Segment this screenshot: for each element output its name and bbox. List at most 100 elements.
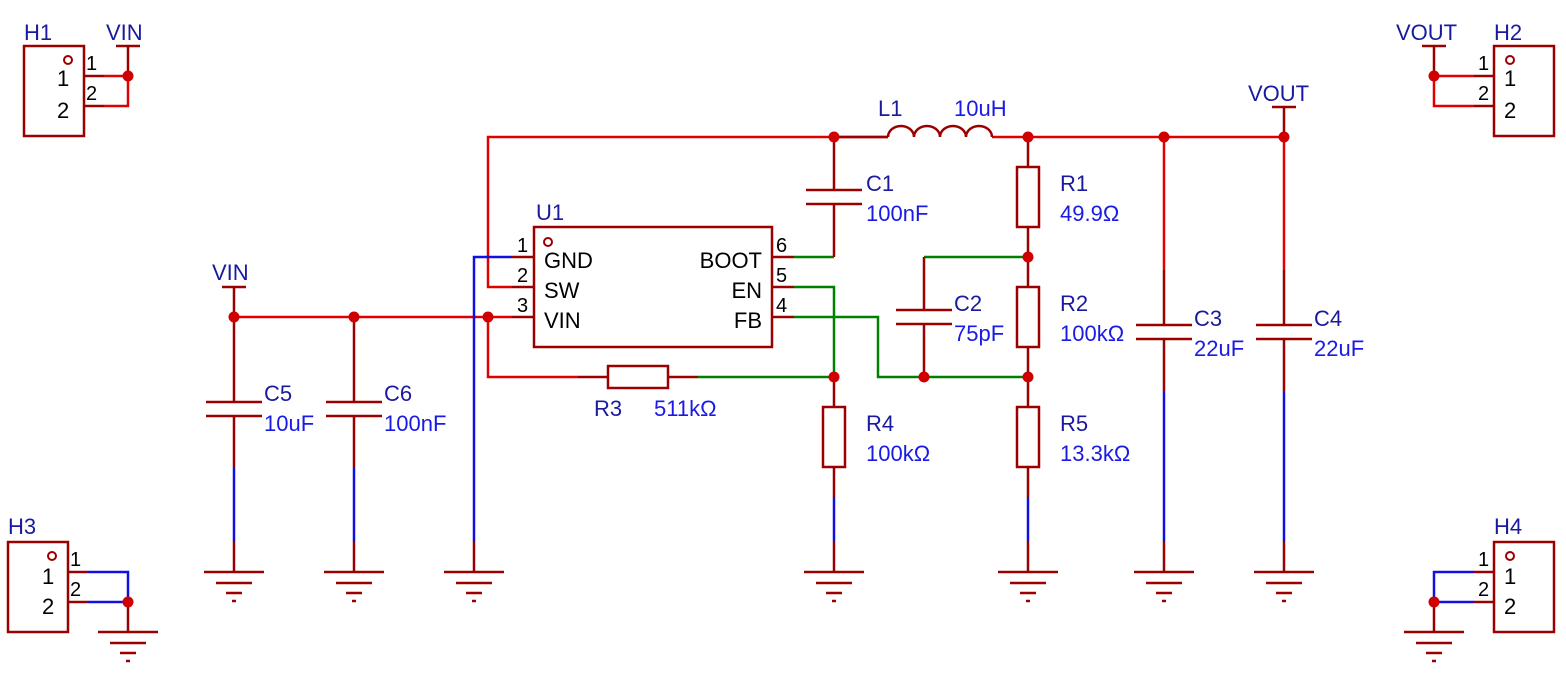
header-h4: H4 1 2 1 2: [1404, 514, 1556, 663]
capacitor-c2: C2 75pF: [896, 257, 1004, 377]
pin1-marker-icon: [1505, 55, 1515, 65]
vin-port: VIN: [212, 260, 249, 317]
ic-pin-name: SW: [544, 278, 580, 303]
vout-port: VOUT: [1248, 81, 1309, 137]
junction-dot: [828, 371, 840, 383]
resistor-r1-value: 49.9Ω: [1060, 201, 1119, 226]
capacitor-c3-value: 22uF: [1194, 336, 1244, 361]
header-h4-pin1: 1: [1504, 564, 1516, 589]
header-h3-lead1-num: 1: [70, 549, 81, 571]
junction-dot: [122, 70, 134, 82]
vout-port-label: VOUT: [1248, 81, 1309, 106]
header-h1-lead1-num: 1: [86, 53, 97, 75]
ground-icon: [444, 542, 504, 603]
header-h1-net-label: VIN: [106, 20, 143, 45]
ground-icon: [98, 630, 158, 663]
capacitor-c4-value: 22uF: [1314, 336, 1364, 361]
header-h2: H2 1 2 1 2 VOUT: [1396, 20, 1556, 138]
junction-dot: [918, 371, 930, 383]
junction-dot: [1428, 70, 1440, 82]
resistor-r3: R3 511kΩ: [578, 364, 717, 421]
header-h2-ref: H2: [1494, 20, 1522, 45]
header-h1-net: [104, 74, 130, 108]
resistor-r1: R1 49.9Ω: [1015, 137, 1119, 257]
net-en: [794, 285, 836, 377]
ic-pin-name: FB: [734, 308, 762, 333]
resistor-r1-ref: R1: [1060, 171, 1088, 196]
header-h3-lead2-num: 2: [70, 579, 81, 601]
pin1-marker-icon: [543, 237, 553, 247]
ground-icon: [324, 542, 384, 603]
ic-pin-num: 5: [776, 265, 787, 287]
capacitor-c4-ref: C4: [1314, 306, 1342, 331]
header-h4-body: [1492, 540, 1556, 634]
header-h3-ref: H3: [8, 514, 36, 539]
resistor-r3-ref: R3: [594, 396, 622, 421]
ic-pin-num: 4: [776, 295, 787, 317]
junction-dot: [1428, 596, 1440, 608]
junction-dot: [828, 131, 840, 143]
inductor-l1-value: 10uH: [954, 96, 1007, 121]
junction-dot: [1022, 251, 1034, 263]
capacitor-c3: C3 22uF: [1136, 137, 1244, 542]
inductor-l1: L1 10uH: [834, 96, 1007, 139]
ic-pin-num: 6: [776, 235, 787, 257]
net-fb: [794, 315, 1028, 379]
header-h2-pin2: 2: [1504, 98, 1516, 123]
capacitor-c2-value: 75pF: [954, 321, 1004, 346]
header-h1-pin1: 1: [57, 66, 69, 91]
header-h3-net: [88, 570, 130, 604]
vin-port-label: VIN: [212, 260, 249, 285]
capacitor-c1-ref: C1: [866, 171, 894, 196]
header-h4-ref: H4: [1494, 514, 1522, 539]
pin1-marker-icon: [47, 551, 57, 561]
header-h1: H1 1 2 1 2 VIN: [22, 20, 143, 138]
net-vin-r3: [486, 317, 578, 379]
header-h1-ref: H1: [24, 20, 52, 45]
capacitor-c6: C6 100nF: [326, 317, 446, 542]
header-h2-net-label: VOUT: [1396, 20, 1457, 45]
ground-icon: [1404, 630, 1464, 663]
ic-u1: U1 1 2 3 GND SW VIN 6 5 4 BOOT EN FB: [512, 200, 794, 349]
junction-dot: [1158, 131, 1170, 143]
ic-pin-num: 2: [517, 265, 528, 287]
header-h1-lead2-num: 2: [86, 83, 97, 105]
header-h4-lead1-num: 1: [1478, 549, 1489, 571]
header-h2-lead1-num: 1: [1478, 53, 1489, 75]
ground-icon: [204, 542, 264, 603]
net-sw: [486, 135, 888, 289]
ic-pin-name: EN: [731, 278, 762, 303]
header-h3-body: [6, 540, 70, 634]
header-h2-net: [1432, 74, 1474, 108]
header-h3-pin2: 2: [42, 594, 54, 619]
junction-dot: [482, 311, 494, 323]
ic-pin-name: GND: [544, 248, 593, 273]
resistor-r5: R5 13.3kΩ: [1015, 377, 1130, 542]
ground-icon: [998, 542, 1058, 603]
header-h4-net: [1432, 570, 1474, 604]
ic-pin-name: VIN: [544, 308, 581, 333]
header-h3-pin1: 1: [42, 564, 54, 589]
junction-dot: [348, 311, 360, 323]
inductor-l1-ref: L1: [878, 96, 902, 121]
junction-dots: [228, 131, 1290, 383]
resistor-r3-value: 511kΩ: [654, 396, 717, 421]
ground-icon: [804, 542, 864, 603]
capacitor-c5: C5 10uF: [206, 317, 314, 542]
header-h2-body: [1492, 44, 1556, 138]
header-h4-pin2: 2: [1504, 594, 1516, 619]
capacitor-c5-value: 10uF: [264, 411, 314, 436]
resistor-r2: R2 100kΩ: [1015, 257, 1124, 377]
capacitor-c4: C4 22uF: [1256, 137, 1364, 542]
resistor-r4-value: 100kΩ: [866, 441, 930, 466]
ic-u1-ref: U1: [536, 200, 564, 225]
pin1-marker-icon: [63, 55, 73, 65]
pin1-marker-icon: [1505, 551, 1515, 561]
capacitor-c5-ref: C5: [264, 381, 292, 406]
resistor-r5-value: 13.3kΩ: [1060, 441, 1130, 466]
ic-pin-num: 3: [517, 295, 528, 317]
junction-dot: [1022, 131, 1034, 143]
junction-dot: [1278, 131, 1290, 143]
capacitor-c1: C1 100nF: [806, 137, 928, 257]
